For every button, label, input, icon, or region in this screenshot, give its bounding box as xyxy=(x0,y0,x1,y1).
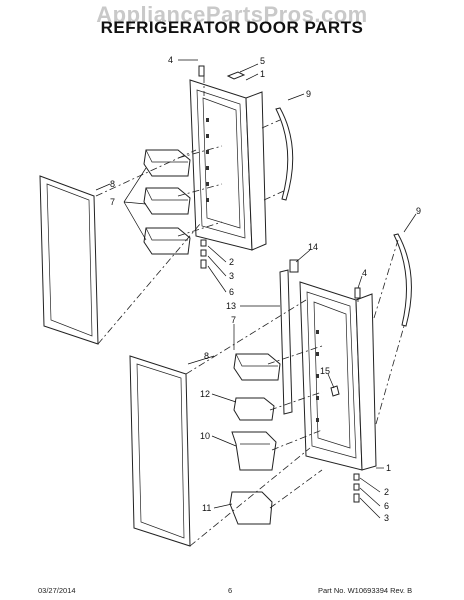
callout-11: 11 xyxy=(202,503,211,513)
center-mullion xyxy=(279,259,299,415)
lower-door-bracket-10 xyxy=(231,431,277,471)
callout-5: 5 xyxy=(260,56,265,66)
lower-door-bin-11 xyxy=(229,491,273,525)
callout-1-bottom: 1 xyxy=(386,463,391,473)
footer-date: 03/27/2014 xyxy=(38,586,76,595)
callout-9-right: 9 xyxy=(416,206,421,216)
callout-6-bottom: 6 xyxy=(384,501,389,511)
lower-door-bin xyxy=(233,353,281,381)
callout-8-right: 8 xyxy=(204,351,209,361)
callout-2-bottom: 2 xyxy=(384,487,389,497)
callout-7-left: 7 xyxy=(110,197,115,207)
callout-1-top: 1 xyxy=(260,69,265,79)
callout-13: 13 xyxy=(226,301,236,311)
leader-lines xyxy=(95,59,417,519)
callout-3-top: 3 xyxy=(229,271,234,281)
watermark: AppliancePartsPros.com xyxy=(96,2,368,27)
callout-4-right: 4 xyxy=(362,268,367,278)
lower-door-bin-12 xyxy=(233,397,275,421)
callout-3-bottom: 3 xyxy=(384,513,389,523)
footer-page-number: 6 xyxy=(228,586,233,595)
callout-15: 15 xyxy=(320,366,330,376)
page-title: REFRIGERATOR DOOR PARTS xyxy=(100,18,364,37)
lower-door-handle xyxy=(393,233,412,327)
lower-door-gasket xyxy=(129,355,191,547)
callout-7-right: 7 xyxy=(231,315,236,325)
callout-labels: 4 5 1 9 8 7 2 3 6 9 14 4 13 7 8 15 12 10… xyxy=(110,55,421,523)
upper-door-assembly xyxy=(189,65,267,269)
callout-8-left: 8 xyxy=(110,179,115,189)
callout-12: 12 xyxy=(200,389,210,399)
footer-part-number: Part No. W10693394 Rev. B xyxy=(318,586,413,595)
assembly-lines xyxy=(95,76,405,547)
callout-2-top: 2 xyxy=(229,257,234,267)
callout-9-top: 9 xyxy=(306,89,311,99)
callout-4-top: 4 xyxy=(168,55,173,65)
callout-14: 14 xyxy=(308,242,318,252)
callout-10: 10 xyxy=(200,431,210,441)
callout-6-top: 6 xyxy=(229,287,234,297)
upper-door-handle xyxy=(275,107,294,201)
upper-door-gasket xyxy=(39,175,99,345)
upper-door-bins xyxy=(143,149,191,255)
lower-door-assembly xyxy=(299,281,377,503)
